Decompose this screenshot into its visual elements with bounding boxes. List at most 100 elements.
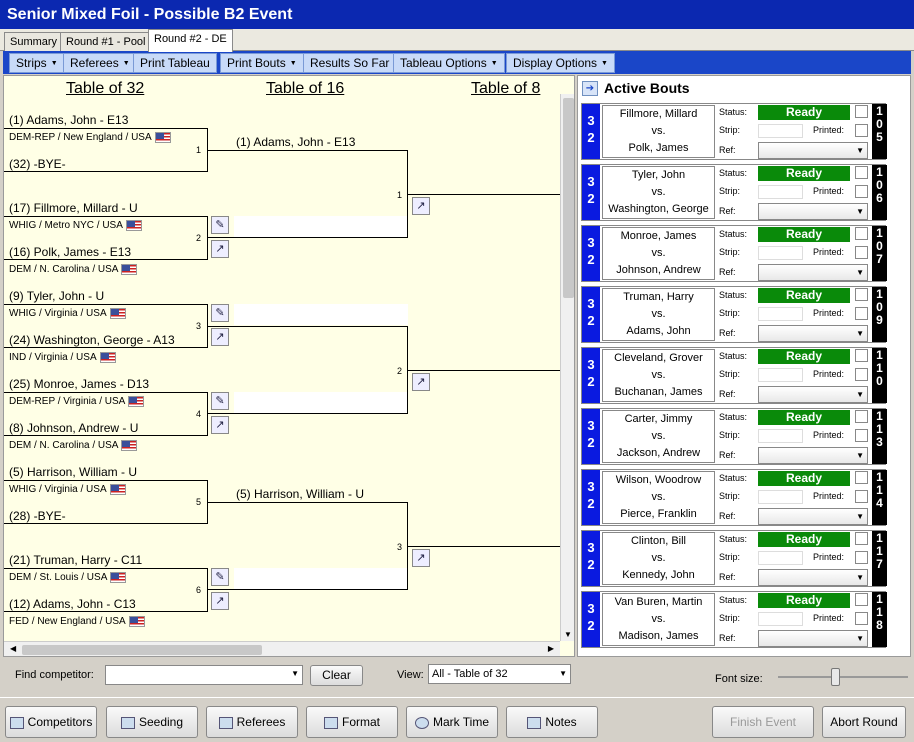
bout-fencers[interactable]: Fillmore, Millard vs. Polk, James (602, 105, 715, 158)
status-checkbox[interactable] (855, 593, 868, 606)
vertical-scrollbar[interactable]: ▼ (560, 94, 574, 641)
referee-select[interactable]: ▼ (758, 508, 868, 525)
strip-input[interactable] (758, 429, 803, 443)
printed-checkbox[interactable] (855, 551, 868, 564)
status-badge[interactable]: Ready (758, 105, 850, 120)
scroll-left-icon[interactable]: ◀ (10, 644, 17, 653)
fencer-name[interactable]: (1) Adams, John - E13 (9, 113, 129, 127)
status-badge[interactable]: Ready (758, 532, 850, 547)
strip-input[interactable] (758, 612, 803, 626)
arrow-right-icon[interactable]: ➔ (582, 81, 598, 96)
status-badge[interactable]: Ready (758, 349, 850, 364)
status-badge[interactable]: Ready (758, 593, 850, 608)
mark-time-button[interactable]: Mark Time (406, 706, 498, 738)
strips-menu[interactable]: Strips▼ (9, 53, 65, 73)
status-checkbox[interactable] (855, 227, 868, 240)
strip-input[interactable] (758, 551, 803, 565)
status-checkbox[interactable] (855, 105, 868, 118)
tab-summary[interactable]: Summary (4, 32, 64, 51)
results-so-far-button[interactable]: Results So Far (303, 53, 397, 73)
bout-fencers[interactable]: Clinton, Bill vs. Kennedy, John (602, 532, 715, 585)
fencer-name[interactable]: (5) Harrison, William - U (9, 465, 138, 479)
status-badge[interactable]: Ready (758, 410, 850, 425)
status-checkbox[interactable] (855, 349, 868, 362)
status-badge[interactable]: Ready (758, 227, 850, 242)
finish-event-button[interactable]: Finish Event (712, 706, 814, 738)
print-bouts-menu[interactable]: Print Bouts▼ (220, 53, 304, 73)
strip-input[interactable] (758, 368, 803, 382)
status-checkbox[interactable] (855, 532, 868, 545)
strip-input[interactable] (758, 124, 803, 138)
referee-select[interactable]: ▼ (758, 264, 868, 281)
bout-fencers[interactable]: Tyler, John vs. Washington, George (602, 166, 715, 219)
bout-fencers[interactable]: Wilson, Woodrow vs. Pierce, Franklin (602, 471, 715, 524)
fencer-name[interactable]: (5) Harrison, William - U (236, 487, 365, 501)
printed-checkbox[interactable] (855, 490, 868, 503)
strip-input[interactable] (758, 246, 803, 260)
edit-bout-icon[interactable]: ✎ (211, 216, 229, 234)
referees-button[interactable]: Referees (206, 706, 298, 738)
fencer-name[interactable]: (24) Washington, George - A13 (9, 333, 175, 347)
edit-bout-icon[interactable]: ✎ (211, 392, 229, 410)
abort-round-button[interactable]: Abort Round (822, 706, 906, 738)
font-size-slider-thumb[interactable] (831, 668, 840, 686)
fencer-name[interactable]: (16) Polk, James - E13 (9, 245, 132, 259)
referee-select[interactable]: ▼ (758, 203, 868, 220)
fencer-name[interactable]: (1) Adams, John - E13 (236, 135, 356, 149)
tableau-options-menu[interactable]: Tableau Options▼ (393, 53, 505, 73)
font-size-slider[interactable] (778, 676, 908, 678)
score-bout-icon[interactable]: ↗ (412, 197, 430, 215)
status-badge[interactable]: Ready (758, 288, 850, 303)
edit-bout-icon[interactable]: ✎ (211, 568, 229, 586)
score-bout-icon[interactable]: ↗ (211, 416, 229, 434)
notes-button[interactable]: Notes (506, 706, 598, 738)
competitors-button[interactable]: Competitors (5, 706, 97, 738)
referee-select[interactable]: ▼ (758, 630, 868, 647)
printed-checkbox[interactable] (855, 612, 868, 625)
status-badge[interactable]: Ready (758, 471, 850, 486)
printed-checkbox[interactable] (855, 185, 868, 198)
score-bout-icon[interactable]: ↗ (412, 549, 430, 567)
bout-fencers[interactable]: Monroe, James vs. Johnson, Andrew (602, 227, 715, 280)
scroll-thumb[interactable] (22, 645, 262, 655)
referee-select[interactable]: ▼ (758, 447, 868, 464)
tab-round1-pool[interactable]: Round #1 - Pool (60, 32, 152, 51)
status-badge[interactable]: Ready (758, 166, 850, 181)
score-bout-icon[interactable]: ↗ (211, 328, 229, 346)
bout-fencers[interactable]: Van Buren, Martin vs. Madison, James (602, 593, 715, 646)
bout-fencers[interactable]: Truman, Harry vs. Adams, John (602, 288, 715, 341)
strip-input[interactable] (758, 185, 803, 199)
scroll-right-icon[interactable]: ▶ (547, 644, 554, 653)
score-bout-icon[interactable]: ↗ (412, 373, 430, 391)
edit-bout-icon[interactable]: ✎ (211, 304, 229, 322)
score-bout-icon[interactable]: ↗ (211, 240, 229, 258)
printed-checkbox[interactable] (855, 124, 868, 137)
referee-select[interactable]: ▼ (758, 569, 868, 586)
fencer-name[interactable]: (9) Tyler, John - U (9, 289, 105, 303)
referee-select[interactable]: ▼ (758, 142, 868, 159)
seeding-button[interactable]: Seeding (106, 706, 198, 738)
fencer-name[interactable]: (21) Truman, Harry - C11 (9, 553, 143, 567)
referees-menu[interactable]: Referees▼ (63, 53, 137, 73)
score-bout-icon[interactable]: ↗ (211, 592, 229, 610)
scroll-down-icon[interactable]: ▼ (564, 630, 572, 639)
bout-fencers[interactable]: Carter, Jimmy vs. Jackson, Andrew (602, 410, 715, 463)
status-checkbox[interactable] (855, 471, 868, 484)
strip-input[interactable] (758, 307, 803, 321)
view-select[interactable]: All - Table of 32 ▼ (428, 664, 571, 684)
tab-round2-de[interactable]: Round #2 - DE (148, 29, 233, 52)
bout-fencers[interactable]: Cleveland, Grover vs. Buchanan, James (602, 349, 715, 402)
referee-select[interactable]: ▼ (758, 386, 868, 403)
fencer-name[interactable]: (17) Fillmore, Millard - U (9, 201, 138, 215)
printed-checkbox[interactable] (855, 368, 868, 381)
fencer-name[interactable]: (12) Adams, John - C13 (9, 597, 136, 611)
format-button[interactable]: Format (306, 706, 398, 738)
status-checkbox[interactable] (855, 166, 868, 179)
